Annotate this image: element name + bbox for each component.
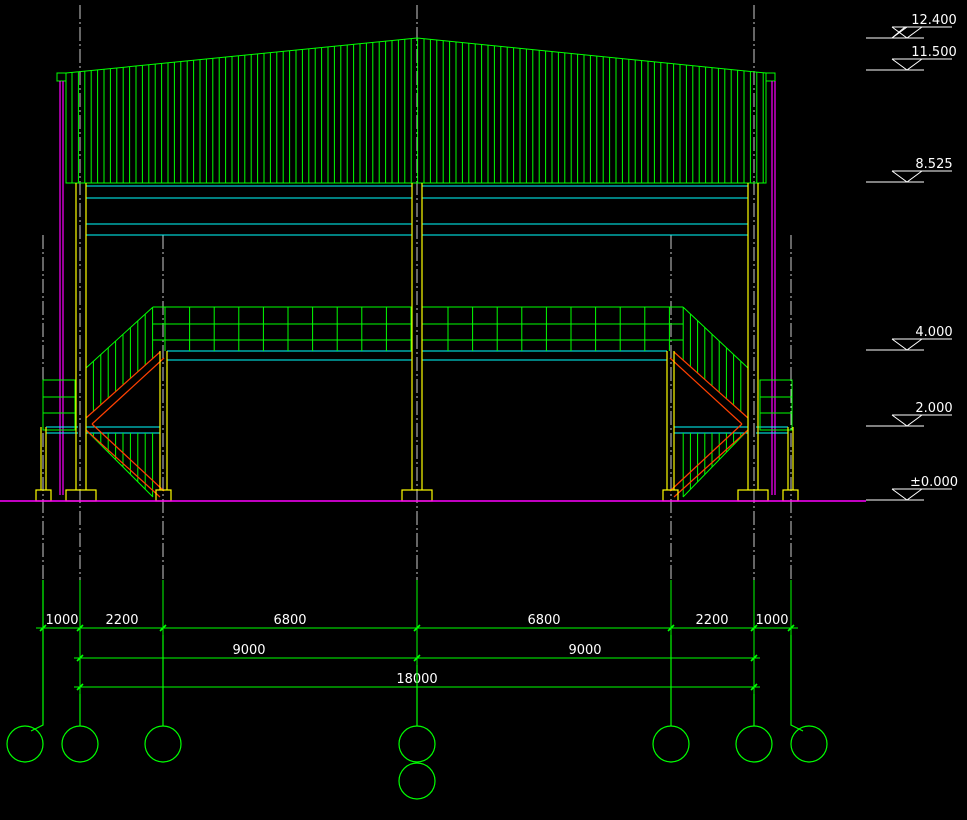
level-marker-5 xyxy=(866,488,952,501)
dim-9000-right: 9000 xyxy=(568,643,601,658)
axis-bubble-a5 xyxy=(652,725,690,763)
roof-eave-right xyxy=(765,72,776,82)
level-label-2: 8.525 xyxy=(915,157,952,172)
axis-bubble-a2 xyxy=(61,725,99,763)
level-label-0: 12.400 xyxy=(911,13,957,28)
axis-bubble-a6 xyxy=(735,725,773,763)
roof-eave-left xyxy=(56,72,67,82)
axis-bubble-a3 xyxy=(144,725,182,763)
roof-outline xyxy=(65,37,767,184)
axis-bubble-a7 xyxy=(790,725,828,763)
platform-railing xyxy=(42,306,793,498)
level-marker-3 xyxy=(866,338,952,351)
edge-members xyxy=(59,81,776,495)
level-label-3: 4.000 xyxy=(915,325,952,340)
columns xyxy=(35,183,799,502)
railing-posts xyxy=(164,307,670,351)
level-marker-2 xyxy=(866,170,952,183)
stair-stringers xyxy=(85,351,749,498)
dim-6800-left: 6800 xyxy=(273,613,306,628)
dimension-texts: 1000 2200 6800 6800 2200 1000 9000 9000 … xyxy=(45,613,788,687)
axis-bubble-a1 xyxy=(6,725,44,763)
level-label-5: ±0.000 xyxy=(910,475,958,490)
dim-2200-right: 2200 xyxy=(695,613,728,628)
axis-bubbles xyxy=(6,580,828,800)
dim-6800-right: 6800 xyxy=(527,613,560,628)
level-label-4: 2.000 xyxy=(915,401,952,416)
stair-pickets xyxy=(92,307,742,497)
level-marker-0 xyxy=(866,26,952,39)
beams xyxy=(46,185,788,434)
level-marker-1 xyxy=(866,58,952,71)
level-marker-4 xyxy=(866,414,952,427)
dim-9000-left: 9000 xyxy=(232,643,265,658)
roof-ribs xyxy=(71,38,764,183)
dim-1000-left: 1000 xyxy=(45,613,78,628)
level-annotations: 12.400 11.500 8.525 4.000 2.000 ±0.000 xyxy=(866,13,958,501)
dim-2200-left: 2200 xyxy=(105,613,138,628)
axis-bubble-a4b xyxy=(398,762,436,800)
dim-1000-right: 1000 xyxy=(755,613,788,628)
axis-bubble-a4 xyxy=(398,725,436,763)
roof-cladding xyxy=(56,37,776,184)
level-label-1: 11.500 xyxy=(911,45,957,60)
